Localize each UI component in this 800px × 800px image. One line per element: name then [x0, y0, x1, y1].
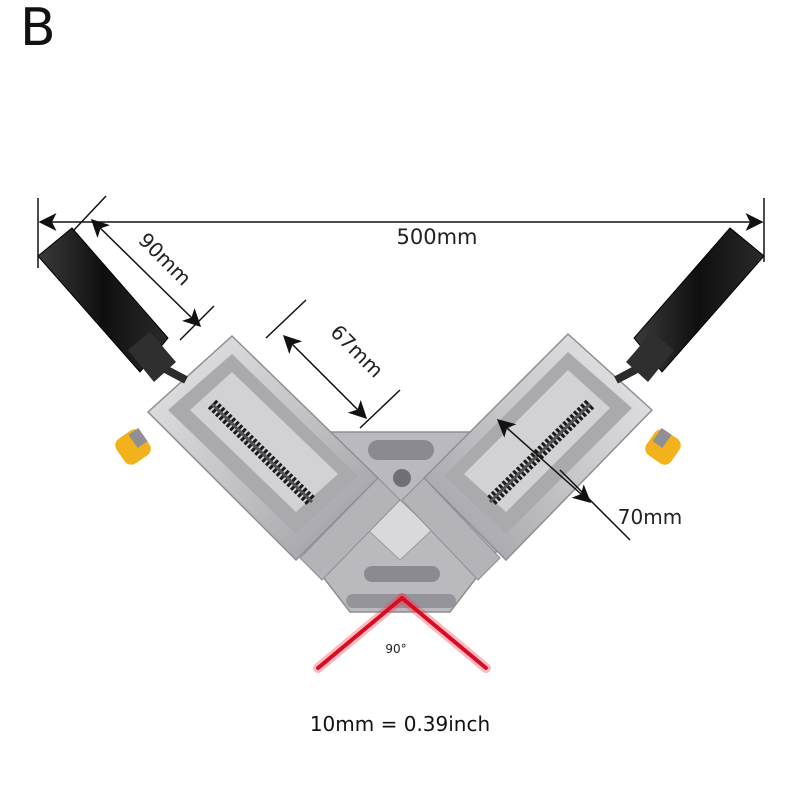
left-lead-screw: [207, 399, 317, 507]
overall-width-label: 500mm: [397, 225, 478, 249]
jaw-depth-label: 70mm: [618, 505, 682, 529]
right-handle: [614, 227, 765, 384]
dimension-jaw-depth: 70mm: [496, 419, 682, 541]
angle-label: 90°: [385, 642, 406, 656]
left-knob: [115, 428, 151, 465]
conversion-note: 10mm = 0.39inch: [309, 712, 491, 736]
panel-label: B: [20, 0, 56, 58]
jaw-opening-label: 67mm: [326, 320, 389, 383]
handle-length-label: 90mm: [134, 228, 197, 291]
right-knob: [645, 428, 681, 465]
laser-lines: [313, 593, 491, 673]
